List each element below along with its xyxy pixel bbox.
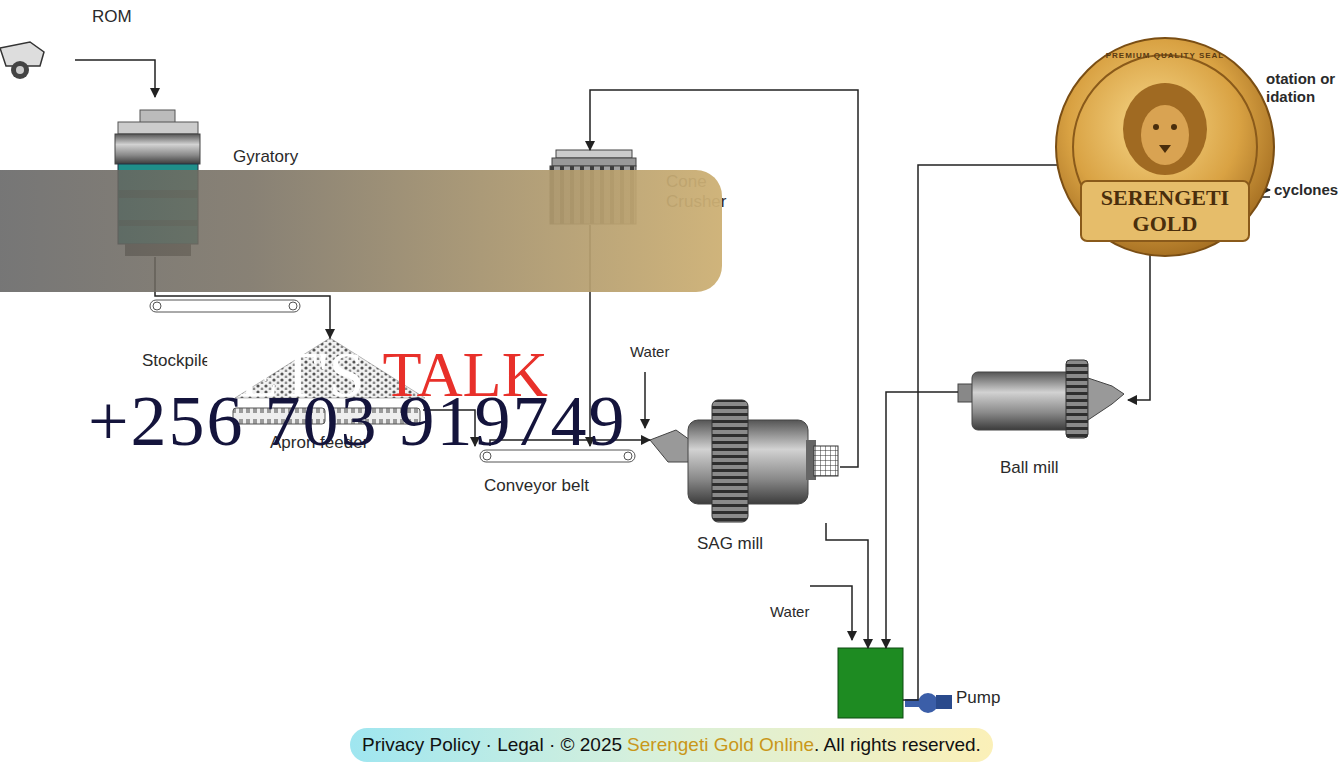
pump-box: Pump	[838, 648, 903, 718]
ore-source: ROM	[0, 5, 75, 87]
stream-label: Water	[630, 343, 669, 360]
seal-medallion: PREMIUM QUALITY SEAL SERENGETI GOLD	[1055, 37, 1275, 257]
node-label: Ball mill	[1000, 458, 1059, 478]
node-text: Serengeti Gold Online	[627, 734, 814, 757]
flow-line	[903, 165, 1270, 700]
node-text: . All rights reserved.	[814, 734, 981, 757]
flow-line	[75, 60, 155, 97]
node-label: cyclones	[1274, 181, 1338, 199]
flow-line	[886, 392, 958, 648]
flotation-stage: otation or idation	[1266, 70, 1344, 114]
ball-mill: Ball mill	[958, 358, 1128, 440]
pump-box	[838, 648, 903, 718]
node-label: Gyratory	[233, 147, 298, 167]
node-label: Conveyor belt	[484, 476, 589, 496]
node-label: Pump	[956, 688, 1000, 708]
haul-truck	[0, 42, 44, 79]
node-label: otation or idation	[1266, 70, 1344, 106]
sag-mill: SAG mill	[650, 398, 840, 523]
cyclones: cyclones	[1270, 180, 1340, 202]
stream-label: Water	[770, 603, 809, 620]
footer-bar: Privacy Policy · Legal · © 2025Serengeti…	[350, 728, 993, 762]
pump-symbol	[905, 693, 952, 713]
node-label: PREMIUM QUALITY SEAL	[1055, 51, 1275, 61]
node-label: ROM	[92, 7, 132, 27]
ball-mill	[958, 360, 1124, 438]
sag-mill	[650, 400, 838, 522]
water-feed-arrow	[645, 372, 852, 640]
flow-line	[826, 523, 868, 648]
node-text: SERENGETI GOLD	[1090, 185, 1240, 237]
discharge-conveyor	[150, 300, 300, 312]
node-label: SAG mill	[697, 534, 763, 554]
node-label: Privacy Policy · Legal · © 2025	[362, 734, 622, 757]
node-text: +256 703 919749	[88, 382, 627, 461]
contact-banner: LET'STALK+256 703 919749	[0, 170, 722, 292]
